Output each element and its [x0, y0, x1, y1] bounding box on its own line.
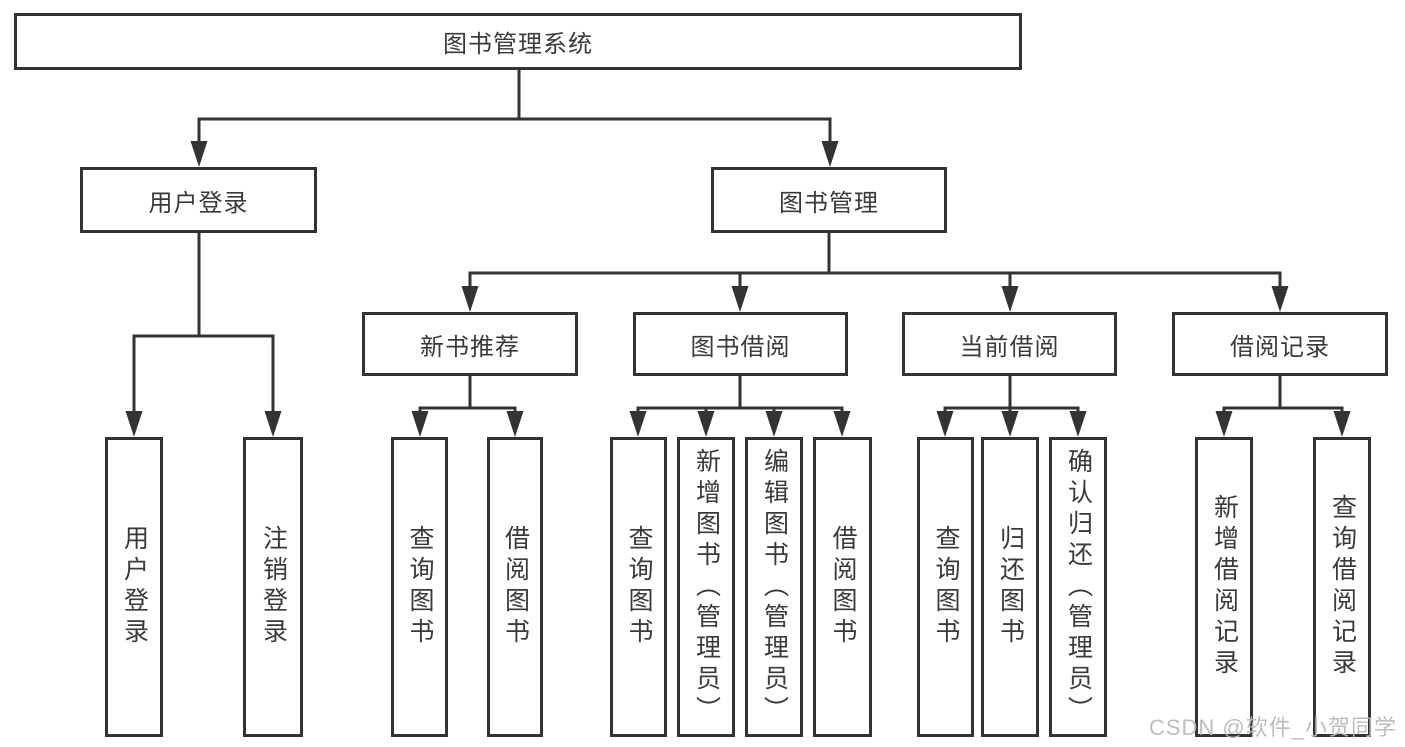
- node-label: 用户登录: [120, 525, 149, 649]
- node-label: 编辑图书（管理员）: [760, 447, 789, 727]
- arrowhead: [1001, 286, 1019, 312]
- node-borrowing-records: 借阅记录: [1172, 312, 1388, 376]
- arrowhead: [1069, 411, 1087, 437]
- arrowhead: [821, 141, 839, 167]
- node-label: 借阅图书: [829, 525, 857, 649]
- arrowhead: [125, 411, 143, 437]
- node-add-borrow-record: 新增借阅记录: [1195, 437, 1253, 737]
- node-label: 注销登录: [259, 525, 288, 649]
- node-query-books-1: 查询图书: [391, 437, 448, 737]
- arrowhead: [936, 411, 954, 437]
- node-label: 确认归还（管理员）: [1064, 447, 1093, 727]
- arrowhead: [765, 411, 783, 437]
- node-edit-books-admin: 编辑图书（管理员）: [745, 437, 803, 737]
- node-book-borrowing: 图书借阅: [633, 312, 848, 376]
- node-label: 新增图书（管理员）: [692, 447, 721, 727]
- node-book-management: 图书管理: [711, 167, 947, 233]
- node-root: 图书管理系统: [14, 13, 1022, 70]
- node-label: 归还图书: [996, 525, 1025, 649]
- node-add-books-admin: 新增图书（管理员）: [677, 437, 735, 737]
- node-user-login-branch: 用户登录: [80, 167, 317, 233]
- node-user-login-leaf: 用户登录: [105, 437, 163, 737]
- node-current-borrowing: 当前借阅: [902, 312, 1117, 376]
- node-label: 查询图书: [932, 525, 960, 649]
- node-label: 查询图书: [625, 525, 653, 649]
- node-label: 当前借阅: [959, 333, 1060, 361]
- node-label: 图书管理: [779, 189, 879, 217]
- node-label: 图书借阅: [690, 333, 791, 361]
- node-query-books-3: 查询图书: [917, 437, 974, 737]
- node-borrow-books-1: 借阅图书: [487, 437, 543, 737]
- arrowhead: [411, 411, 429, 437]
- node-new-book-recommend: 新书推荐: [362, 312, 578, 376]
- node-label: 新增借阅记录: [1210, 494, 1239, 680]
- node-label: 用户登录: [148, 189, 249, 217]
- node-label: 查询借阅记录: [1328, 494, 1357, 680]
- node-query-books-2: 查询图书: [610, 437, 667, 737]
- arrowhead: [731, 286, 749, 312]
- node-confirm-return-admin: 确认归还（管理员）: [1049, 437, 1107, 737]
- node-return-books: 归还图书: [981, 437, 1039, 737]
- arrowhead: [697, 411, 715, 437]
- arrowhead: [264, 411, 282, 437]
- node-label: 借阅图书: [501, 525, 530, 649]
- arrowhead: [506, 411, 524, 437]
- arrowhead: [190, 141, 208, 167]
- node-root-label: 图书管理系统: [443, 31, 593, 58]
- node-borrow-books-2: 借阅图书: [813, 437, 872, 737]
- arrowhead: [461, 286, 479, 312]
- node-label: 新书推荐: [420, 333, 520, 361]
- watermark: CSDN @软件_小贺同学: [1148, 715, 1397, 740]
- node-logout: 注销登录: [243, 437, 303, 737]
- arrowhead: [833, 411, 851, 437]
- node-label: 借阅记录: [1230, 333, 1330, 361]
- node-query-borrow-record: 查询借阅记录: [1313, 437, 1371, 737]
- arrowhead: [629, 411, 647, 437]
- arrowhead: [1215, 411, 1233, 437]
- arrowhead: [1271, 286, 1289, 312]
- node-label: 查询图书: [406, 525, 434, 649]
- arrowhead: [1001, 411, 1019, 437]
- arrowhead: [1333, 411, 1351, 437]
